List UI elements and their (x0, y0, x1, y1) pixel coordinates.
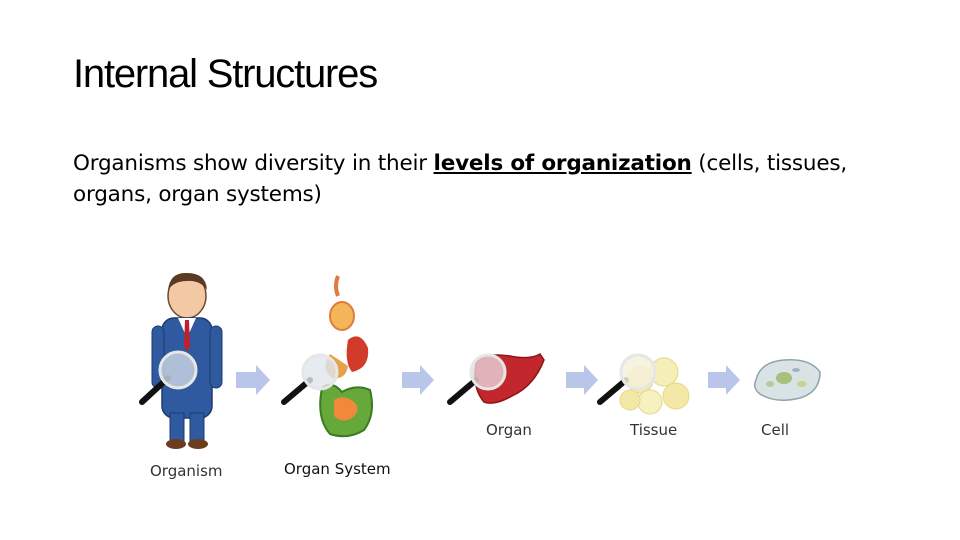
arrow-4-icon (708, 365, 740, 395)
organism-figure (139, 272, 223, 449)
label-cell: Cell (761, 421, 790, 439)
body-text-emphasis: levels of organization (433, 151, 692, 176)
label-organism: Organism (150, 462, 223, 480)
arrow-3-icon (566, 365, 598, 395)
cell-figure (753, 359, 821, 401)
arrow-2-icon (402, 365, 434, 395)
organ-figure (447, 352, 545, 405)
label-organ-system: Organ System (284, 460, 391, 478)
arrow-1-icon (236, 365, 270, 395)
label-organ: Organ (486, 421, 532, 439)
tissue-figure (597, 353, 690, 415)
levels-of-organization-diagram (139, 272, 821, 449)
label-tissue: Tissue (630, 421, 678, 439)
organ-system-figure (281, 275, 373, 438)
body-text-lead: Organisms show diversity in their (73, 151, 434, 176)
slide-body-text: Organisms show diversity in their levels… (73, 148, 903, 210)
slide-title: Internal Structures (73, 52, 378, 96)
body-text-tail: (cells, tissues, organs, organ systems) (73, 151, 848, 207)
